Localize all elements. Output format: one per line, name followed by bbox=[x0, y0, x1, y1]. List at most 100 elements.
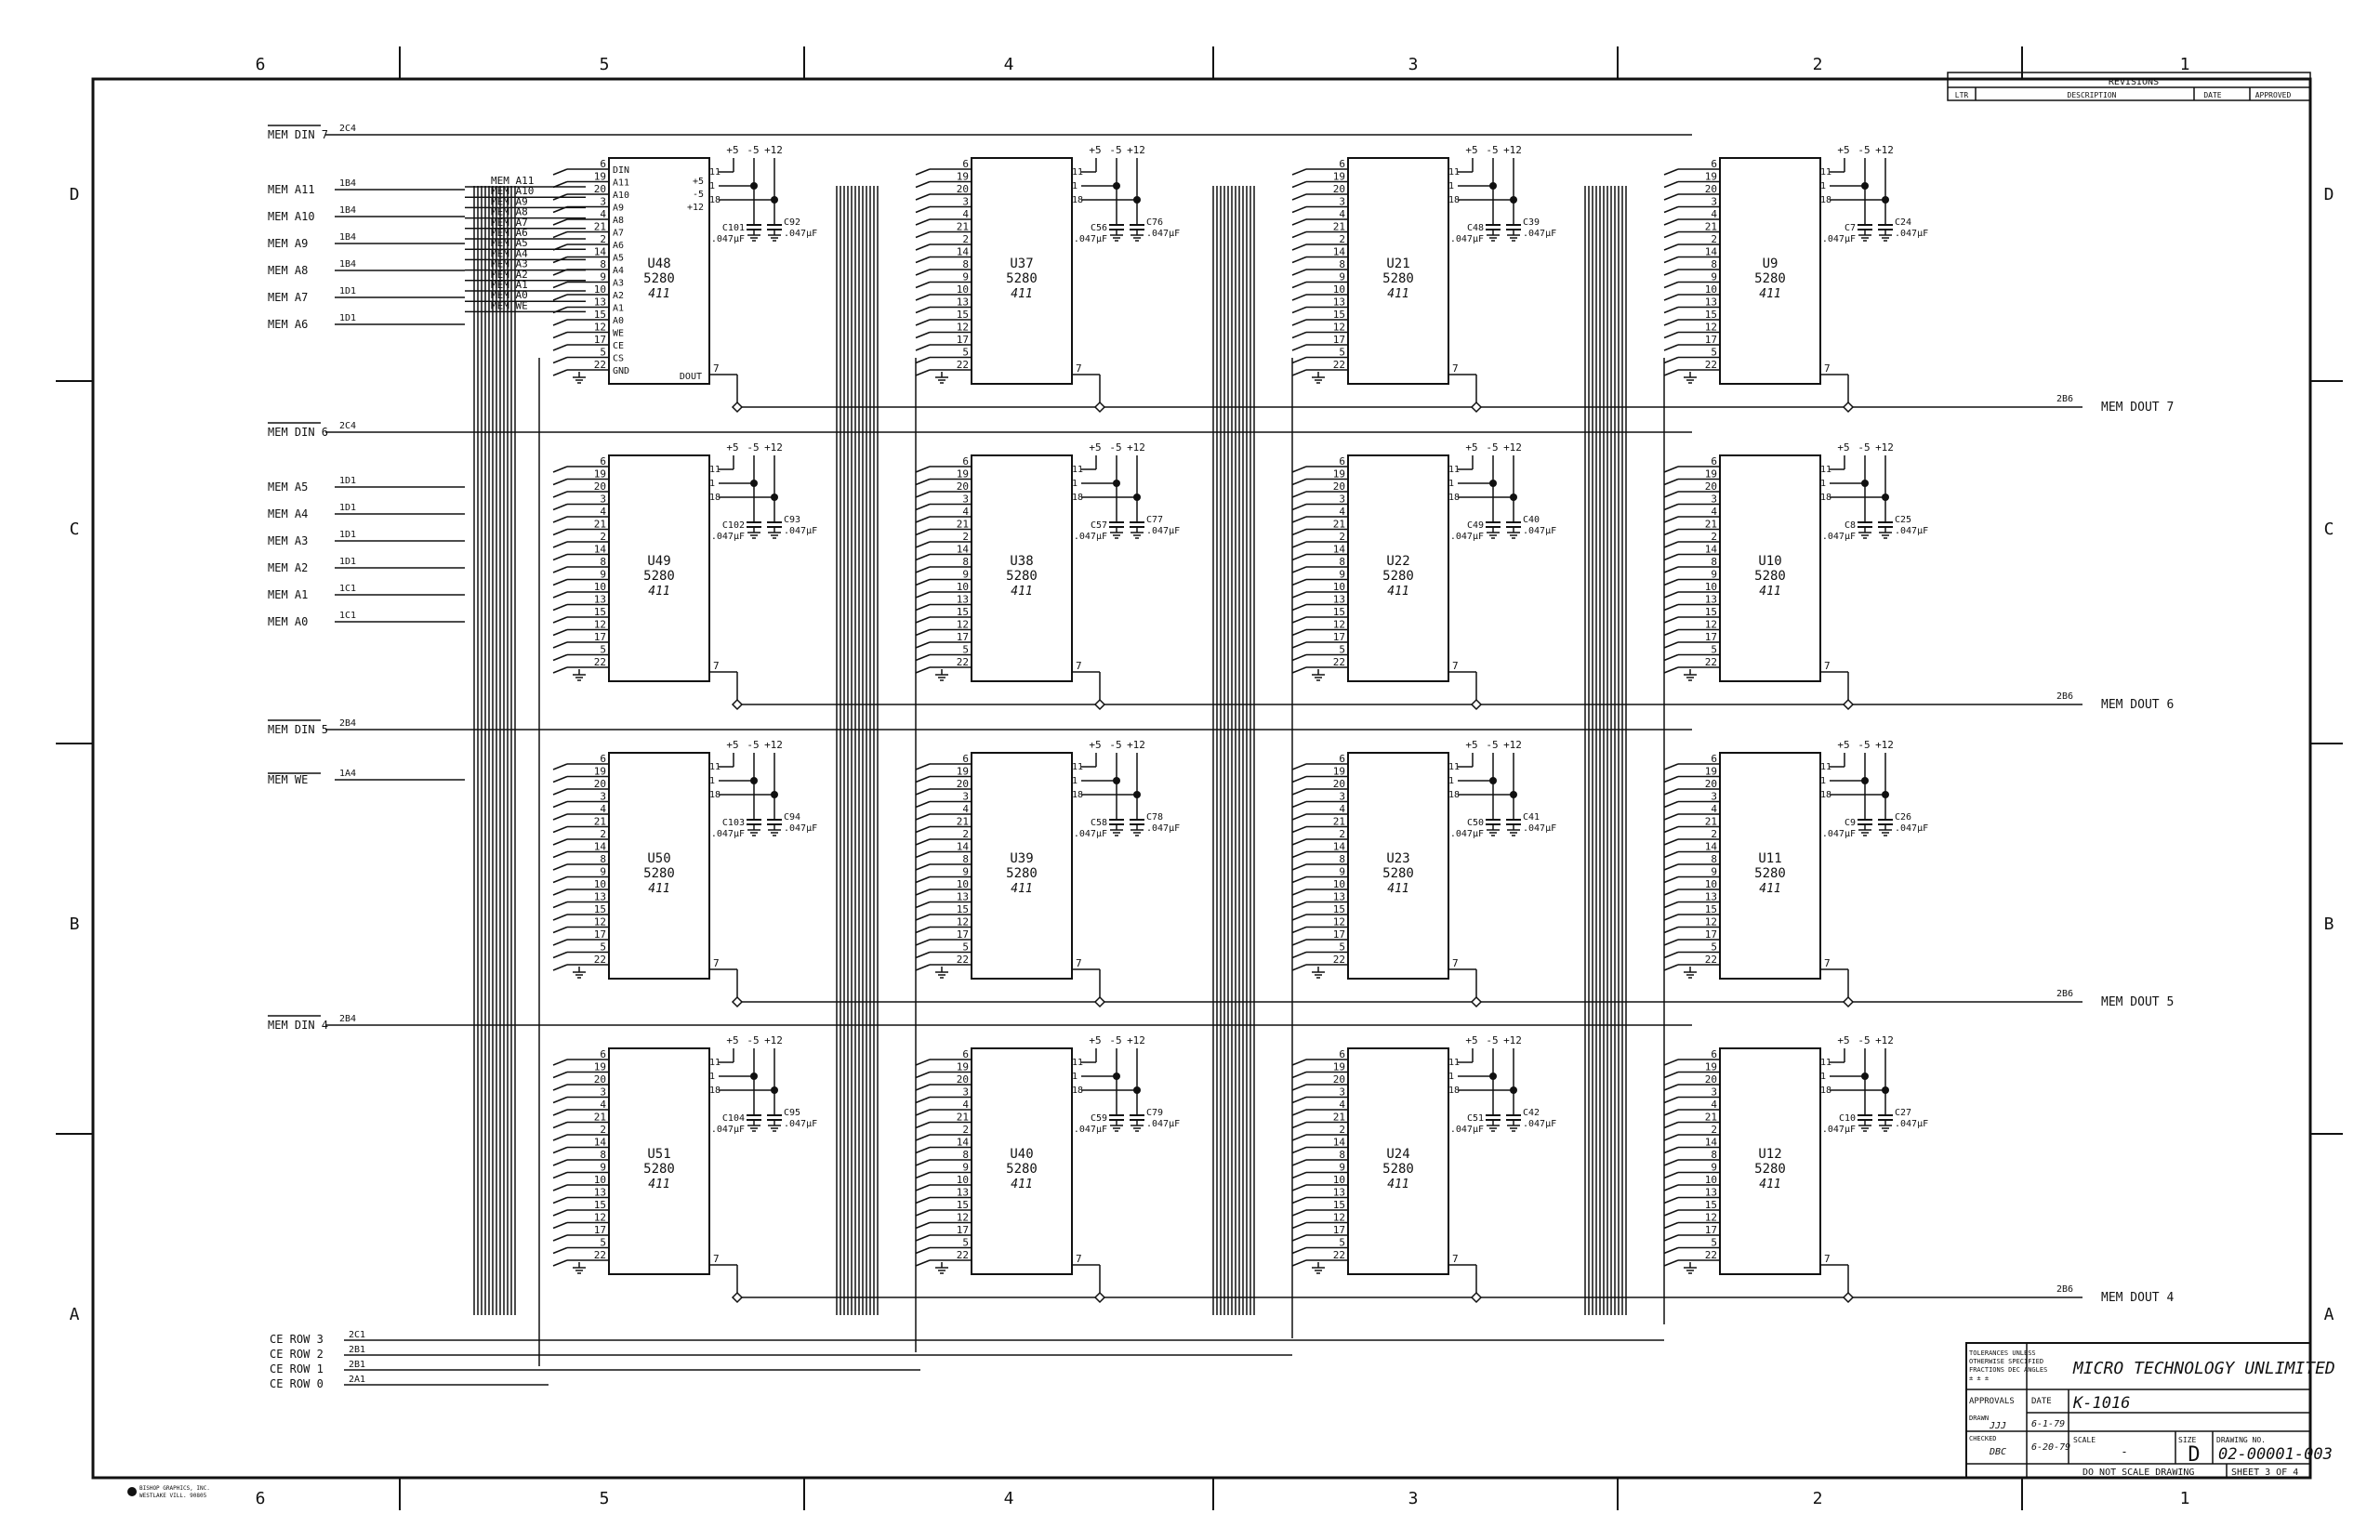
pin-number: 8 bbox=[962, 556, 969, 568]
supply-pin: 1 bbox=[1072, 776, 1078, 786]
chip-body bbox=[1347, 752, 1449, 980]
pin-bend bbox=[552, 813, 568, 821]
pin-name: A11 bbox=[613, 178, 629, 189]
pin-bend bbox=[1291, 553, 1307, 561]
chip-part: 5280 bbox=[1006, 1162, 1038, 1177]
pin-bend bbox=[915, 466, 931, 473]
pin-number: 19 bbox=[957, 468, 969, 480]
pin-bend bbox=[1291, 244, 1307, 251]
pin-number: 12 bbox=[1705, 916, 1717, 928]
pin-number: 6 bbox=[1711, 753, 1717, 765]
pin-number: 12 bbox=[957, 322, 969, 334]
pin-name: CS bbox=[613, 354, 624, 364]
pin-number: 14 bbox=[1333, 841, 1346, 853]
pin-bend bbox=[1663, 1209, 1679, 1217]
address-input-ref: 1D1 bbox=[339, 557, 356, 567]
pin-number: 13 bbox=[1705, 594, 1717, 606]
pin-bend bbox=[552, 788, 568, 796]
pin-bend bbox=[1663, 218, 1679, 226]
supply-label: +12 bbox=[764, 144, 783, 156]
pin-number: 4 bbox=[1339, 1099, 1345, 1111]
pin-bend bbox=[915, 553, 931, 561]
capacitor-ref: C59 bbox=[1091, 1113, 1107, 1124]
supply-pin: 11 bbox=[709, 465, 721, 475]
pin-number: 9 bbox=[600, 866, 606, 878]
pin-bend bbox=[552, 281, 568, 289]
pin-name: A2 bbox=[613, 291, 624, 301]
pin-number: 22 bbox=[1333, 656, 1345, 668]
pin-bend bbox=[915, 591, 931, 599]
supply-label: +5 bbox=[1837, 441, 1849, 454]
pin-number: 5 bbox=[1711, 1237, 1717, 1249]
chip-ref: U23 bbox=[1386, 851, 1409, 866]
pin-bend bbox=[552, 1121, 568, 1129]
pin-number: 9 bbox=[962, 271, 969, 283]
pin-bend bbox=[1663, 1246, 1679, 1255]
pin-number: 6 bbox=[1711, 455, 1717, 467]
capacitor-ref: C77 bbox=[1146, 515, 1163, 525]
zone-label-top: 5 bbox=[600, 55, 610, 74]
pin-number: 7 bbox=[713, 957, 720, 969]
pin-number: 21 bbox=[957, 221, 969, 233]
pin-number: 7 bbox=[1452, 957, 1459, 969]
pin-bend bbox=[915, 1084, 931, 1091]
scale-note: DO NOT SCALE DRAWING bbox=[2082, 1468, 2194, 1478]
pin-bend bbox=[1663, 800, 1679, 809]
chip-sub: 411 bbox=[1759, 1178, 1780, 1191]
pin-number: 15 bbox=[1333, 606, 1345, 618]
pin-number: 17 bbox=[594, 1224, 606, 1236]
pin-bend bbox=[915, 294, 931, 301]
chip-body bbox=[971, 752, 1073, 980]
supply-label: -5 bbox=[1486, 144, 1498, 156]
chip-layer: U4852804116DIN19A1120A103A94A821A72A614A… bbox=[552, 144, 1928, 1304]
chip-part: 5280 bbox=[1754, 271, 1786, 286]
pin-number: 6 bbox=[1339, 753, 1345, 765]
tolerance-note: FRACTIONS DEC ANGLES bbox=[1969, 1366, 2047, 1374]
pin-bend bbox=[552, 218, 568, 226]
capacitor-value: .047µF bbox=[1146, 526, 1180, 536]
pin-bend bbox=[1291, 269, 1307, 276]
pin-bend bbox=[915, 763, 931, 770]
pin-number: 15 bbox=[1333, 1199, 1345, 1211]
chip-body bbox=[971, 1047, 1073, 1275]
pin-name: +5 bbox=[693, 177, 704, 187]
pin-bend bbox=[1291, 478, 1307, 486]
pin-bend bbox=[915, 775, 931, 783]
pin-bend bbox=[1663, 964, 1679, 971]
capacitor-value: .047µF bbox=[1895, 823, 1928, 834]
capacitor-ref: C9 bbox=[1844, 818, 1856, 828]
pin-number: 17 bbox=[1705, 631, 1717, 643]
pin-bend bbox=[915, 863, 931, 871]
bus-signal-label: MEM WE bbox=[491, 299, 528, 311]
capacitor-value: .047µF bbox=[711, 829, 745, 839]
pin-name: GND bbox=[613, 366, 629, 376]
pin-number: 12 bbox=[957, 916, 969, 928]
pin-number: 3 bbox=[1339, 791, 1345, 803]
supply-pin: 11 bbox=[1820, 167, 1831, 178]
address-input-label: MEM A6 bbox=[268, 318, 308, 331]
chip-sub: 411 bbox=[1387, 1178, 1408, 1191]
pin-bend bbox=[1291, 1171, 1307, 1179]
pin-number: 17 bbox=[957, 1224, 969, 1236]
capacitor-value: .047µF bbox=[1822, 1125, 1856, 1135]
capacitor-ref: C58 bbox=[1091, 818, 1107, 828]
pin-bend bbox=[915, 813, 931, 821]
pin-bend bbox=[1663, 951, 1679, 959]
supply-label: +5 bbox=[1837, 739, 1849, 751]
supply-pin: 11 bbox=[1072, 1058, 1083, 1068]
pin-number: 22 bbox=[1333, 359, 1345, 371]
pin-bend bbox=[1663, 1159, 1679, 1166]
pin-bend bbox=[915, 331, 931, 339]
chip-body bbox=[608, 1047, 710, 1275]
pin-number: 19 bbox=[594, 1061, 606, 1073]
drawn-by: JJJ bbox=[1989, 1421, 2006, 1431]
pin-bend bbox=[1291, 1109, 1307, 1116]
checked-by: DBC bbox=[1989, 1447, 2006, 1457]
supply-label: +5 bbox=[1465, 1034, 1477, 1046]
pin-bend bbox=[552, 1071, 568, 1079]
pin-bend bbox=[915, 1059, 931, 1066]
